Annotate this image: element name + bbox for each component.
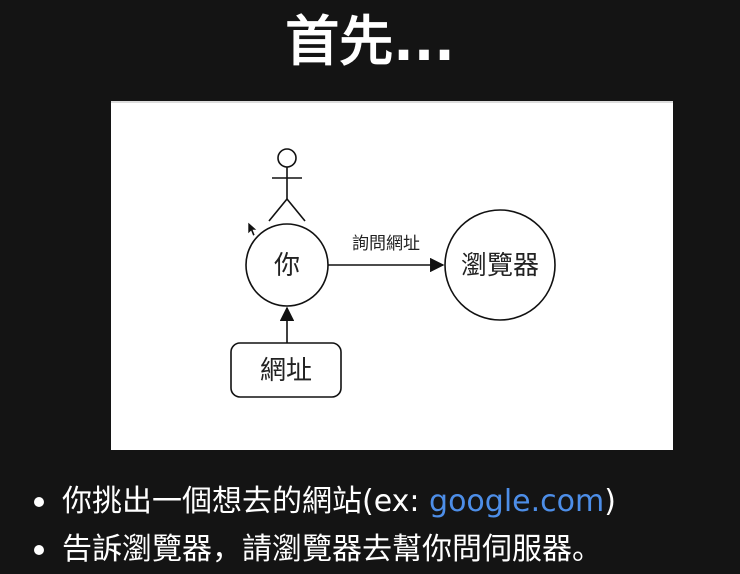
- diagram-canvas: 你 瀏覽器 詢問網址 網址: [230, 148, 556, 398]
- browser-node: [444, 209, 556, 321]
- url-node: [230, 342, 342, 398]
- slide-title: 首先...: [285, 10, 455, 73]
- bullet-dot-icon: [34, 545, 44, 555]
- user-node-label: 你: [274, 251, 300, 281]
- url-node-label: 網址: [260, 356, 312, 386]
- bullet-list: 你挑出一個想去的網站(ex: google.com) 告訴瀏覽器，請瀏覽器去幫你…: [30, 478, 740, 574]
- diagram-panel: 你 瀏覽器 詢問網址 網址: [111, 101, 673, 450]
- ask-url-arrow-label: 詢問網址: [352, 234, 420, 254]
- bullet-text-end: ): [604, 484, 616, 519]
- bullet-item: 你挑出一個想去的網站(ex: google.com): [30, 478, 740, 526]
- bullet-text: 告訴瀏覽器，請瀏覽器去幫你問伺服器。: [62, 532, 602, 567]
- google-link[interactable]: google.com: [429, 484, 605, 519]
- browser-node-label: 瀏覽器: [461, 251, 539, 281]
- cursor-icon: [247, 221, 258, 237]
- bullet-dot-icon: [34, 497, 44, 507]
- bullet-item: 告訴瀏覽器，請瀏覽器去幫你問伺服器。: [30, 526, 740, 574]
- person-icon: [268, 148, 306, 222]
- bullet-text: 你挑出一個想去的網站(ex:: [62, 484, 430, 519]
